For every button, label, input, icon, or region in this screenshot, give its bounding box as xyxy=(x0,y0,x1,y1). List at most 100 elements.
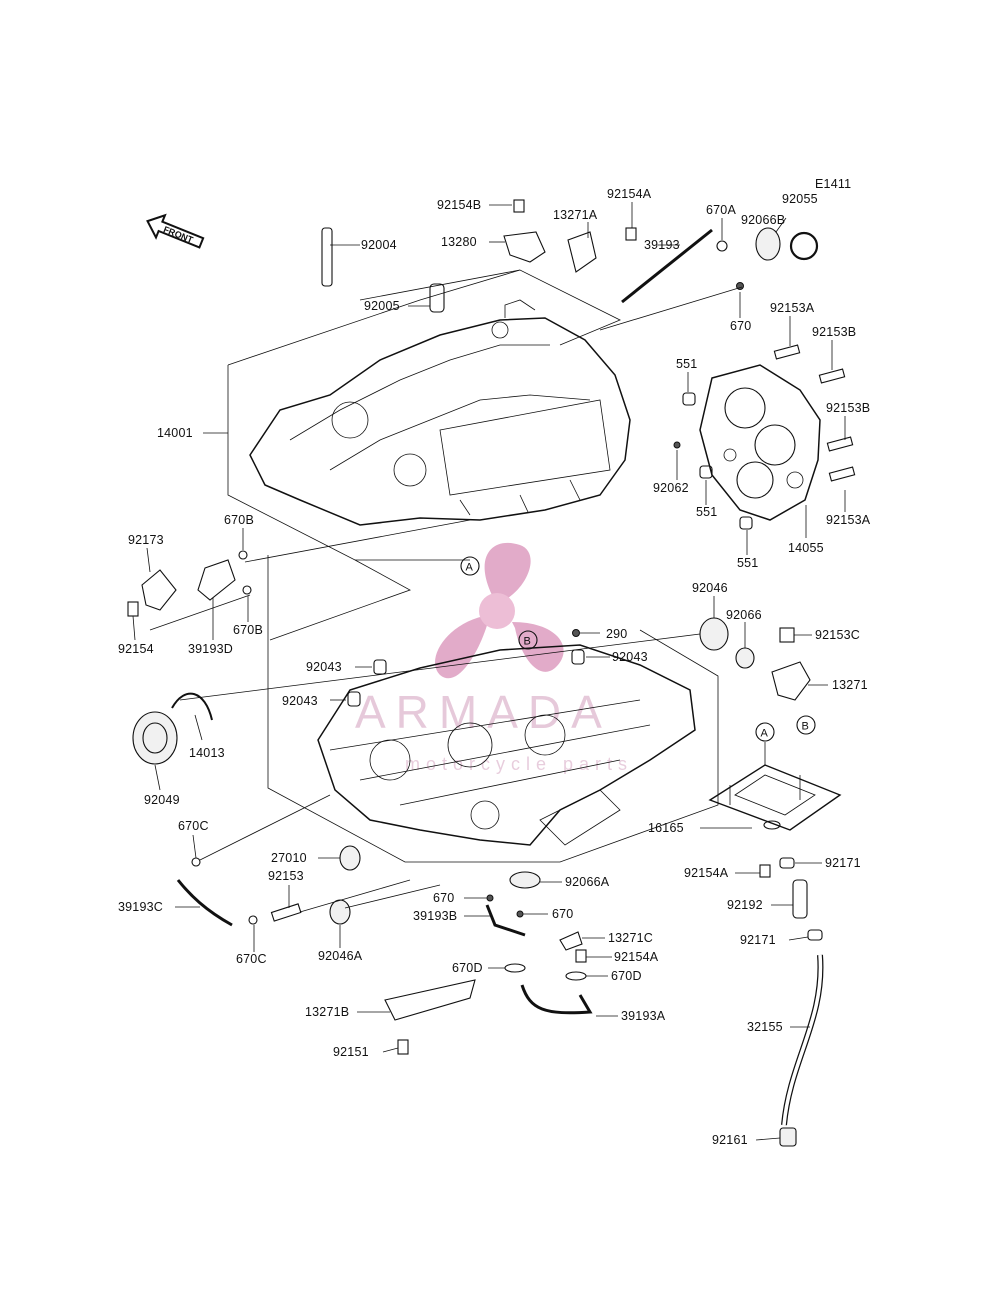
label-14013: 14013 xyxy=(189,746,225,760)
pin-92062 xyxy=(673,441,681,449)
clamp-92171-a xyxy=(779,857,795,869)
ring-670B-a xyxy=(238,550,248,560)
ring-670A xyxy=(716,240,728,252)
label-92192: 92192 xyxy=(727,898,763,912)
pipe-39193D xyxy=(197,559,236,601)
label-670D-2: 670D xyxy=(611,969,642,983)
label-92066B: 92066B xyxy=(741,213,785,227)
svg-text:B: B xyxy=(802,721,809,733)
front-arrow-icon: FRONT xyxy=(146,213,205,249)
label-39193A: 39193A xyxy=(621,1009,666,1023)
ring-670-mid-a xyxy=(486,894,494,902)
pipe-39193 xyxy=(621,228,713,304)
dowel-551-c xyxy=(739,516,753,530)
label-551-2: 551 xyxy=(696,505,717,519)
label-92154: 92154 xyxy=(118,642,154,656)
label-551-1: 551 xyxy=(676,357,697,371)
label-14055: 14055 xyxy=(788,541,824,555)
label-13271C: 13271C xyxy=(608,931,653,945)
ring-670C-b xyxy=(248,915,258,925)
stud-92004 xyxy=(321,227,333,287)
label-14001: 14001 xyxy=(157,426,193,440)
label-92171-2: 92171 xyxy=(740,933,776,947)
label-13271: 13271 xyxy=(832,678,868,692)
watermark: ARMADA motorcycle parts xyxy=(355,542,627,774)
pipe-39193B xyxy=(485,904,526,937)
watermark-propeller-logo xyxy=(435,542,564,679)
bolt-92153A-b xyxy=(828,466,856,482)
ref-marker-b-right: B xyxy=(796,715,816,735)
svg-text:B: B xyxy=(524,636,531,648)
dowel-551-b xyxy=(699,465,713,479)
label-92004: 92004 xyxy=(361,238,397,252)
label-670C-1: 670C xyxy=(178,819,209,833)
bracket-92173 xyxy=(141,569,177,611)
upper-crankcase-14001 xyxy=(227,269,631,561)
plate-13271A xyxy=(567,231,597,273)
label-92043-2: 92043 xyxy=(282,694,318,708)
watermark-brand: ARMADA xyxy=(355,686,612,738)
pipe-39193C xyxy=(176,879,233,927)
label-13271A: 13271A xyxy=(553,208,598,222)
label-670B-1: 670B xyxy=(224,513,254,527)
dowel-92043-c xyxy=(571,649,585,665)
bolt-92153A-a xyxy=(773,344,801,360)
label-92153: 92153 xyxy=(268,869,304,883)
label-92049: 92049 xyxy=(144,793,180,807)
bolt-92153B-b xyxy=(826,436,854,452)
label-92055: 92055 xyxy=(782,192,818,206)
label-92153B-2: 92153B xyxy=(826,401,870,415)
label-92153C: 92153C xyxy=(815,628,860,642)
ref-marker-b-lower: B xyxy=(518,630,538,650)
label-92062: 92062 xyxy=(653,481,689,495)
oil-pan-16165 xyxy=(708,764,842,831)
ring-670-mid-b xyxy=(516,910,524,918)
label-92043-1: 92043 xyxy=(306,660,342,674)
label-32155: 32155 xyxy=(747,1020,783,1034)
svg-text:A: A xyxy=(466,562,474,574)
label-670B-2: 670B xyxy=(233,623,263,637)
bolt-92153C xyxy=(779,627,795,643)
label-13280: 13280 xyxy=(441,235,477,249)
clamp-92171-b xyxy=(807,929,823,941)
ring-670B-b xyxy=(242,585,252,595)
label-551-3: 551 xyxy=(737,556,758,570)
dowel-92005 xyxy=(429,283,445,313)
label-92046: 92046 xyxy=(692,581,728,595)
label-27010: 27010 xyxy=(271,851,307,865)
seal-92049 xyxy=(132,711,178,765)
circlip-14013 xyxy=(171,692,213,721)
bolt-92153B-a xyxy=(818,368,846,384)
label-290: 290 xyxy=(606,627,627,641)
hose-92192 xyxy=(792,879,808,919)
bearing-92046A xyxy=(329,899,351,925)
lower-crankcase xyxy=(267,555,719,863)
plug-92066A xyxy=(509,871,541,889)
leader-lines xyxy=(132,202,846,1141)
small-parts xyxy=(127,199,856,1147)
bearing-housing-14055 xyxy=(699,364,821,521)
bolt-92154A-low xyxy=(759,864,771,878)
label-92154A-mid: 92154A xyxy=(614,950,659,964)
label-39193B: 39193B xyxy=(413,909,457,923)
label-92154B: 92154B xyxy=(437,198,481,212)
bracket-13271 xyxy=(771,661,811,701)
plug-92066B xyxy=(755,227,781,261)
bolt-92154A-top xyxy=(625,227,637,241)
label-13271B: 13271B xyxy=(305,1005,349,1019)
label-39193: 39193 xyxy=(644,238,680,252)
label-92066A: 92066A xyxy=(565,875,610,889)
oring-670D-a xyxy=(504,963,526,973)
part-labels: 92154B 13280 13271A 92154A 670A 92055 92… xyxy=(118,187,871,1147)
ref-marker-a-right: A xyxy=(755,722,775,742)
label-670A: 670A xyxy=(706,203,736,217)
dowel-551-a xyxy=(682,392,696,406)
label-92153A-2: 92153A xyxy=(826,513,871,527)
label-92043-3: 92043 xyxy=(612,650,648,664)
label-92161: 92161 xyxy=(712,1133,748,1147)
dowel-92043-b xyxy=(347,691,361,707)
label-92153B-1: 92153B xyxy=(812,325,856,339)
bolt-92154B xyxy=(513,199,525,213)
label-670D-1: 670D xyxy=(452,961,483,975)
